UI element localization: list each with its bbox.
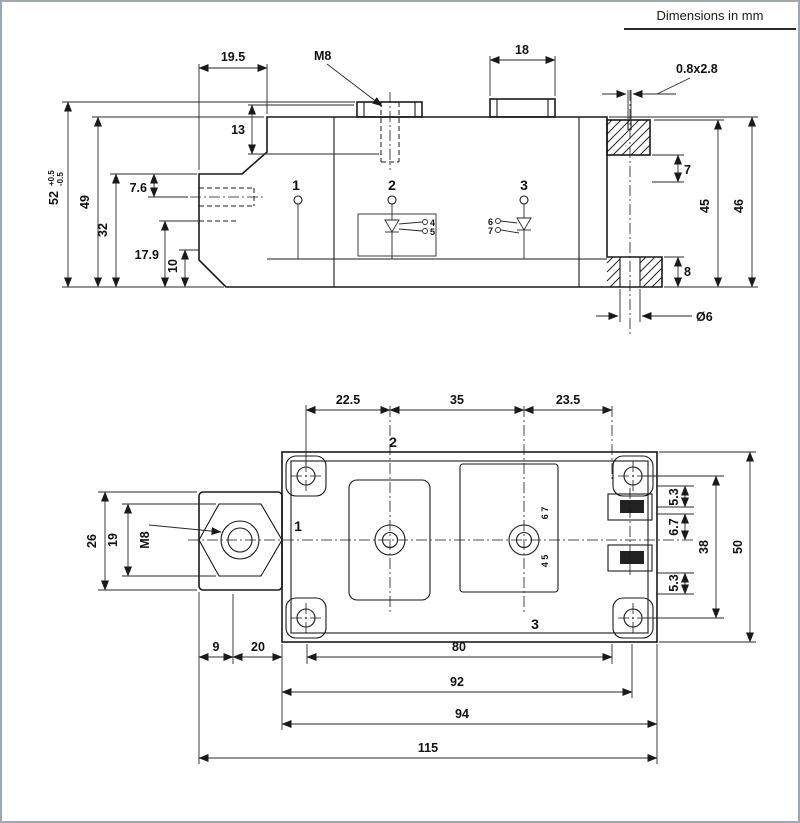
side-view: 1 2 4 5 3 <box>47 43 758 337</box>
dim-50: 50 <box>731 540 745 554</box>
label-terminal-3-side: 3 <box>520 177 528 193</box>
dim-10: 10 <box>166 259 180 273</box>
dim-7: 7 <box>684 163 691 177</box>
label-pin-4: 4 <box>430 218 435 228</box>
dim-m8-side: M8 <box>314 49 331 63</box>
label-terminal-1-plan: 1 <box>294 518 302 534</box>
dim-52-tol-minus: -0.5 <box>56 172 65 186</box>
dim-46: 46 <box>732 199 746 213</box>
label-pin-5: 5 <box>430 227 435 237</box>
dim-dia-6: Ø6 <box>696 310 713 324</box>
gate-tab-contact-top <box>620 500 644 513</box>
dim-22-5: 22.5 <box>336 393 360 407</box>
dim-9: 9 <box>213 640 220 654</box>
side-outline <box>198 98 663 288</box>
plan-dimensions: 22.5 35 23.5 26 19 M8 <box>85 393 756 764</box>
label-terminal-1-side: 1 <box>292 177 300 193</box>
dim-52-tol-plus: +0.5 <box>47 170 56 186</box>
dim-m8-plan: M8 <box>138 531 152 548</box>
dim-94: 94 <box>455 707 469 721</box>
dim-35: 35 <box>450 393 464 407</box>
dim-13: 13 <box>231 123 245 137</box>
label-pin-6: 6 <box>488 217 493 227</box>
dim-20: 20 <box>251 640 265 654</box>
dim-19: 19 <box>106 533 120 547</box>
plan-labels: 1 2 3 6 7 4 5 <box>294 434 550 632</box>
dim-7-6: 7.6 <box>130 181 147 195</box>
label-pins-4-5-plan: 4 5 <box>540 555 550 568</box>
plan-view: 1 2 3 6 7 4 5 22.5 35 23.5 26 <box>85 393 756 764</box>
dim-8: 8 <box>684 265 691 279</box>
dim-5-3-top: 5.3 <box>667 488 681 505</box>
dim-5-3-bottom: 5.3 <box>667 574 681 591</box>
units-note: Dimensions in mm <box>624 8 796 30</box>
side-dimensions: 19.5 M8 13 18 0.8x2.8 <box>47 43 758 324</box>
plan-outline <box>198 451 658 643</box>
dim-52: 52 <box>47 191 61 205</box>
dim-115: 115 <box>418 741 438 755</box>
dim-32: 32 <box>96 223 110 237</box>
dim-38: 38 <box>697 540 711 554</box>
dim-6-7: 6.7 <box>667 518 681 535</box>
dim-26: 26 <box>85 534 99 548</box>
dim-19-5: 19.5 <box>221 50 245 64</box>
label-pins-6-7-plan: 6 7 <box>540 507 550 520</box>
dim-slot: 0.8x2.8 <box>676 62 718 76</box>
label-terminal-2-side: 2 <box>388 177 396 193</box>
dim-92: 92 <box>450 675 464 689</box>
side-hatching <box>606 119 663 288</box>
gate-tab-contact-bottom <box>620 551 644 564</box>
plan-centerlines <box>188 406 694 633</box>
label-pin-7: 7 <box>488 226 493 236</box>
circuit-symbols: 1 2 4 5 3 <box>292 177 532 259</box>
dim-23-5: 23.5 <box>556 393 580 407</box>
label-terminal-2-plan: 2 <box>389 434 397 450</box>
dim-49: 49 <box>78 195 92 209</box>
side-hidden-lines <box>190 90 631 337</box>
dim-17-9: 17.9 <box>135 248 159 262</box>
label-terminal-3-plan: 3 <box>531 616 539 632</box>
dim-45: 45 <box>698 199 712 213</box>
dim-18: 18 <box>515 43 529 57</box>
dim-80: 80 <box>452 640 466 654</box>
